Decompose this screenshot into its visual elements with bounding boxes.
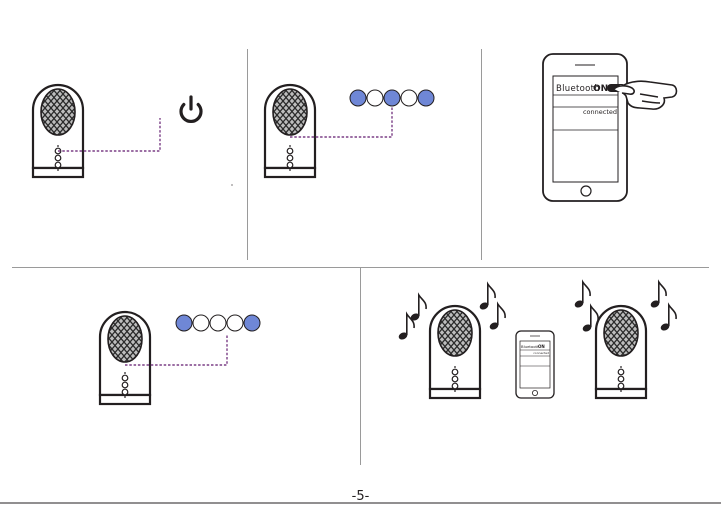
step4-led-row	[176, 315, 260, 331]
phone-toggle-label: ON	[593, 84, 608, 94]
step5-speaker-left	[430, 306, 480, 398]
led-blue	[244, 315, 260, 331]
step3-phone: Bluetooth ON connected	[543, 54, 627, 201]
led-blue	[350, 90, 366, 106]
step1-speaker	[33, 85, 83, 177]
step4-speaker	[100, 312, 150, 404]
mini-phone-status-label: connected	[533, 351, 549, 355]
led-white	[367, 90, 383, 106]
music-note-icon	[574, 282, 591, 309]
led-white	[210, 315, 226, 331]
music-note-icon	[660, 305, 677, 332]
music-note-icon	[489, 304, 506, 331]
step5-mini-phone: Bluetooth ON connected	[516, 331, 554, 398]
music-note-icon	[650, 282, 667, 309]
step2-led-row	[350, 90, 434, 106]
stray-dot	[231, 184, 232, 185]
music-note-icon	[479, 284, 496, 311]
led-blue	[384, 90, 400, 106]
step2-speaker	[265, 85, 315, 177]
step5-speaker-right	[596, 306, 646, 398]
page-number: -5-	[0, 489, 721, 504]
mini-phone-toggle-label: ON	[538, 344, 545, 349]
led-white	[193, 315, 209, 331]
led-blue	[176, 315, 192, 331]
led-blue	[418, 90, 434, 106]
phone-status-label: connected	[583, 108, 617, 116]
music-note-icon	[410, 295, 427, 322]
led-white	[227, 315, 243, 331]
power-icon	[181, 97, 201, 121]
led-white	[401, 90, 417, 106]
